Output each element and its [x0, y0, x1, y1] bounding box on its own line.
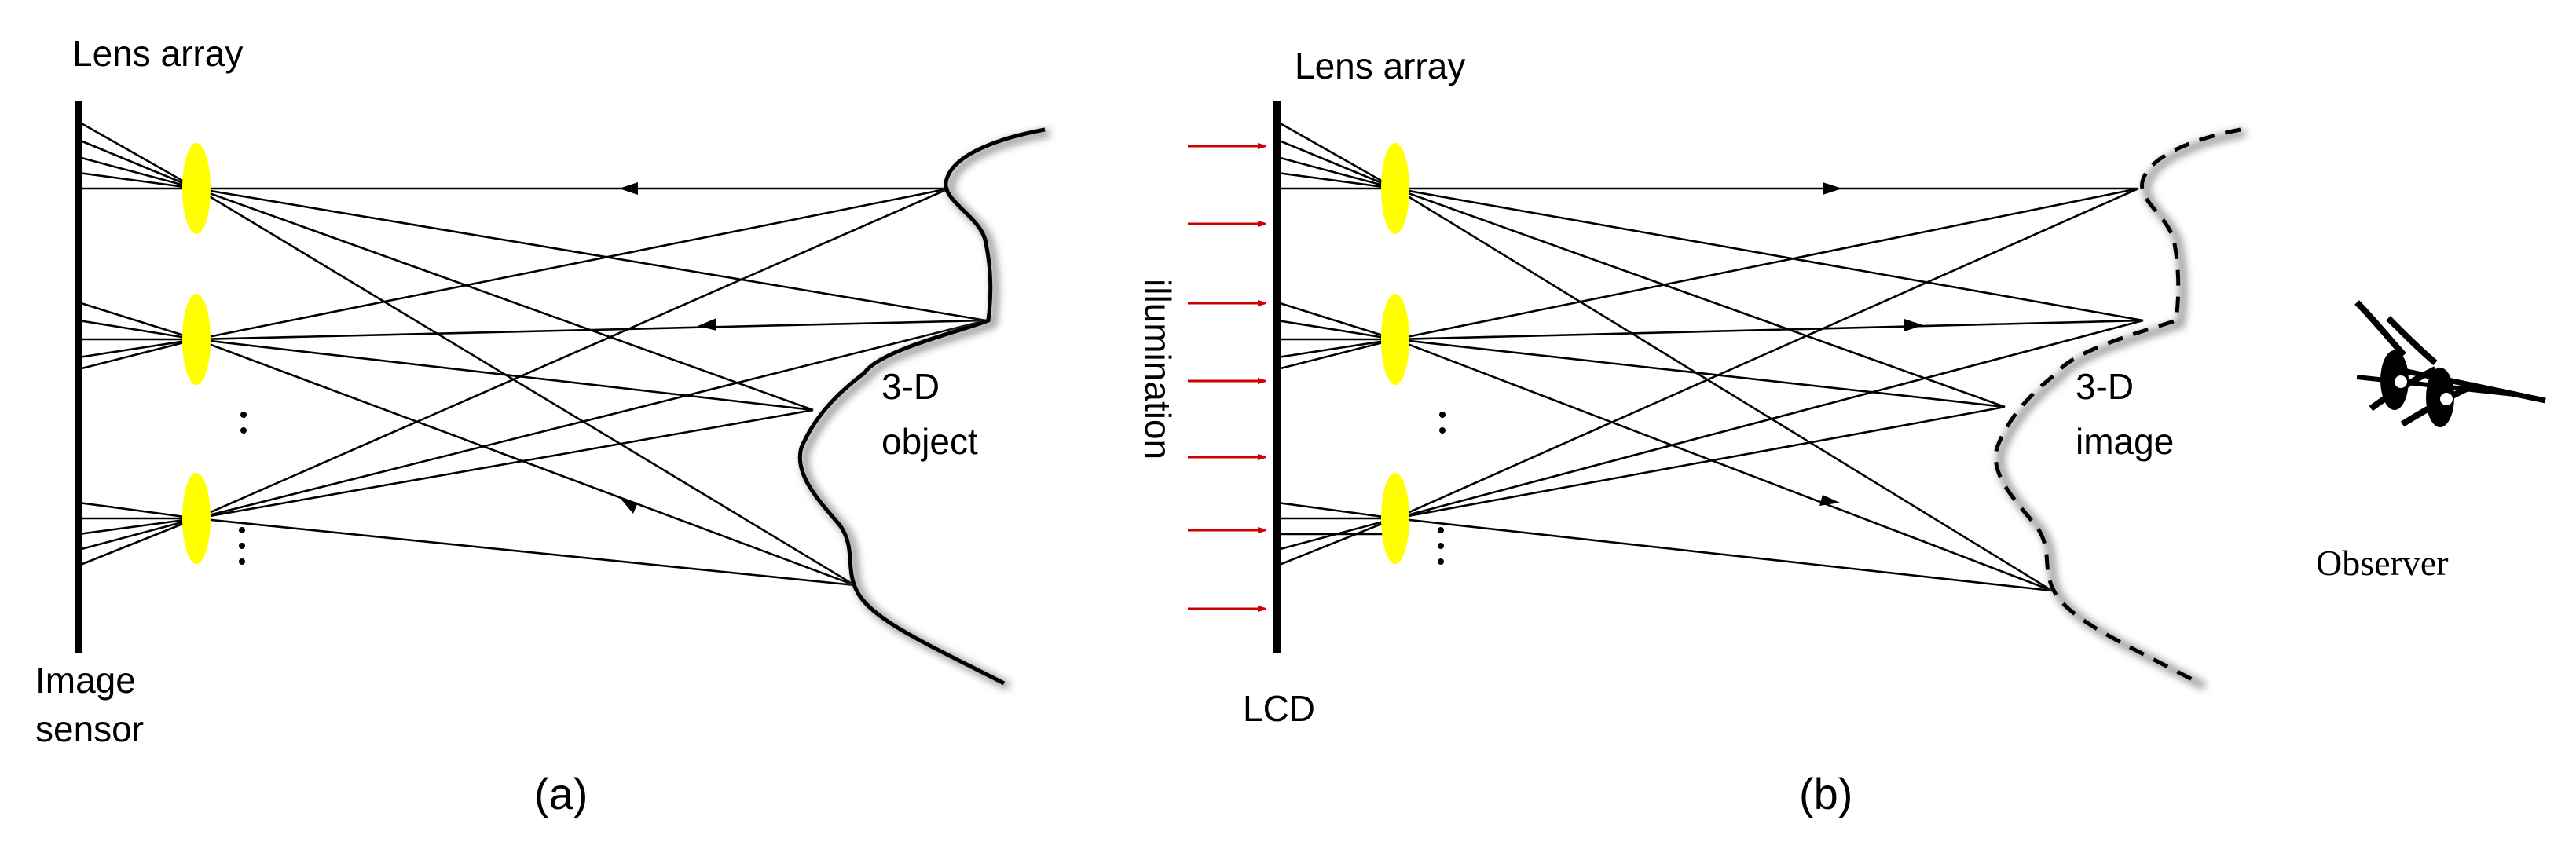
lens-element [182, 294, 211, 385]
dots-a [239, 412, 247, 565]
display-rays [1277, 120, 2144, 592]
image-sensor-label-line1: Image [35, 660, 136, 701]
lens-array-a [182, 143, 211, 564]
pickup-rays [78, 120, 987, 587]
image-label-line1: 3-D [2076, 366, 2134, 407]
dots-b [1438, 412, 1446, 565]
lens-element [182, 473, 211, 564]
eye-icon [2354, 300, 2546, 427]
object-label-line2: object [881, 421, 978, 462]
object-label-line1: 3-D [881, 366, 940, 407]
lcd-label: LCD [1243, 688, 1315, 729]
lens-array-label: Lens array [72, 33, 243, 74]
caption-a: (a) [534, 769, 588, 818]
lens-element [182, 143, 211, 234]
image-sensor-label-line2: sensor [35, 708, 144, 749]
illumination-label: illumination [1138, 279, 1178, 459]
panel-a: Lens array [35, 33, 1050, 818]
lens-element [1381, 473, 1409, 564]
3d-object-surface [797, 127, 1046, 686]
observer-label: Observer [2316, 543, 2449, 583]
lens-array-label: Lens array [1295, 46, 1465, 86]
caption-b: (b) [1799, 769, 1852, 818]
illumination-arrows [1188, 146, 1265, 609]
lens-array-b [1381, 143, 1409, 564]
lens-element [1381, 143, 1409, 234]
lens-element [1381, 294, 1409, 385]
image-label-line2: image [2076, 421, 2174, 462]
3d-image-surface [1993, 127, 2241, 686]
panel-b: Lens array illumination [1138, 46, 2546, 818]
